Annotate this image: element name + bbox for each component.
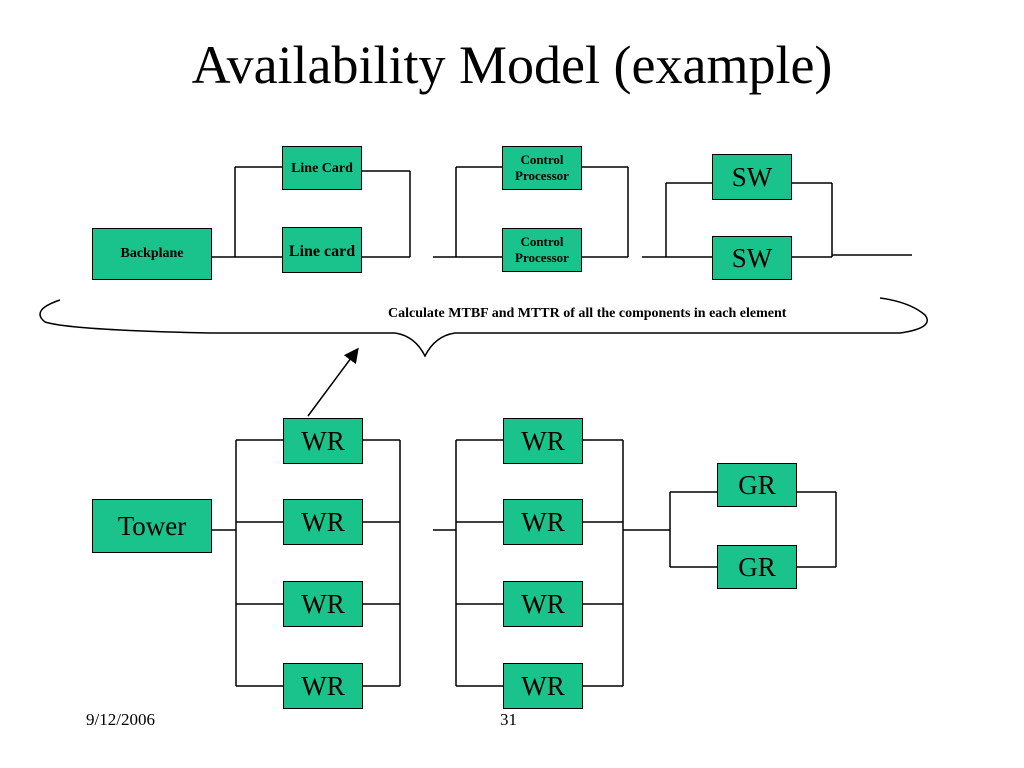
line-card-box-1: Line Card <box>282 146 362 190</box>
slide-number: 31 <box>500 710 517 729</box>
wr-box-group1-3: WR <box>283 581 363 627</box>
wr-box-group1-4: WR <box>283 663 363 709</box>
backplane-box: Backplane <box>92 228 212 280</box>
gr-box-2: GR <box>717 545 797 589</box>
wr-box-group1-2: WR <box>283 499 363 545</box>
wr-box-group2-2: WR <box>503 499 583 545</box>
control-processor-box-2: Control Processor <box>502 228 582 272</box>
sw-box-1: SW <box>712 154 792 200</box>
mtbf-mttr-note: Calculate MTBF and MTTR of all the compo… <box>388 306 787 321</box>
line-card-box-2: Line card <box>282 227 362 273</box>
wr-box-group2-4: WR <box>503 663 583 709</box>
footer-date: 9/12/2006 <box>86 710 155 729</box>
slide-title: Availability Model (example) <box>191 35 833 95</box>
wr-box-group2-1: WR <box>503 418 583 464</box>
gr-box-1: GR <box>717 463 797 507</box>
sw-box-2: SW <box>712 236 792 280</box>
wr-box-group2-3: WR <box>503 581 583 627</box>
tower-box: Tower <box>92 499 212 553</box>
wr-box-group1-1: WR <box>283 418 363 464</box>
control-processor-box-1: Control Processor <box>502 146 582 190</box>
